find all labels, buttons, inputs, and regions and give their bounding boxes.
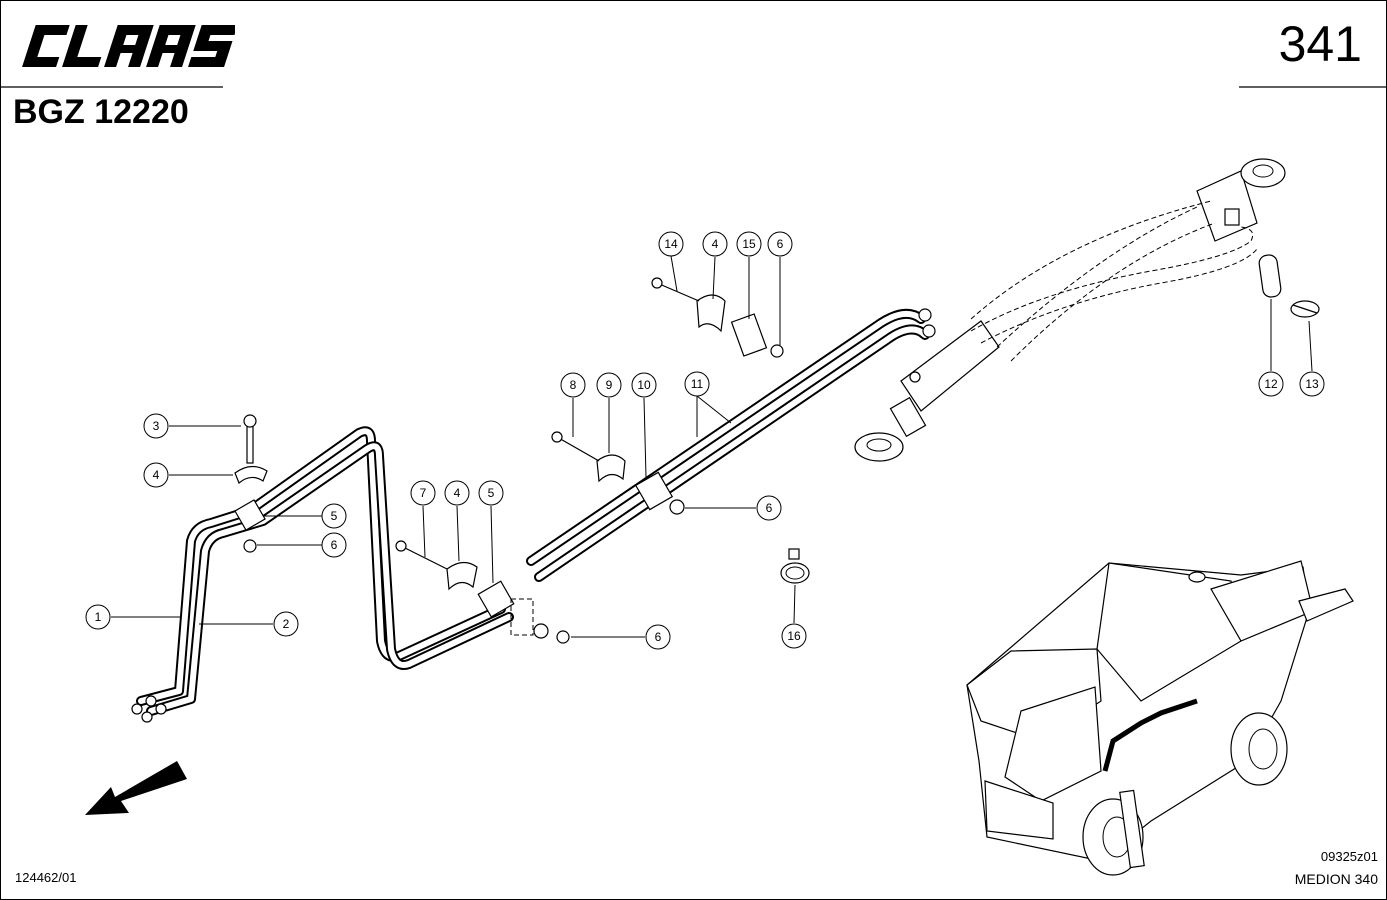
clamp-assembly-left xyxy=(234,414,268,553)
clamp-assembly-upper xyxy=(651,277,784,358)
callout-1-label: 1 xyxy=(95,610,102,624)
callout-9: 9 xyxy=(596,372,622,398)
callout-8-label: 8 xyxy=(570,378,577,392)
callout-6: 6 xyxy=(756,495,782,521)
hydraulic-cylinder-upper xyxy=(1196,158,1286,242)
clamp-assembly-middle xyxy=(395,540,570,644)
direction-arrow xyxy=(85,761,187,815)
callout-12: 12 xyxy=(1258,371,1284,397)
callout-11: 11 xyxy=(684,371,710,397)
callout-12-label: 12 xyxy=(1264,377,1278,391)
callout-2: 2 xyxy=(273,611,299,637)
callout-4-label: 4 xyxy=(454,486,461,500)
callout-3-label: 3 xyxy=(153,419,160,433)
callout-4-label: 4 xyxy=(153,468,160,482)
clamp-assembly-center xyxy=(551,431,685,515)
callout-11-label: 11 xyxy=(691,377,704,391)
group-code: BGZ 12220 xyxy=(13,93,189,131)
callout-5: 5 xyxy=(321,503,347,529)
dashed-hydraulic-lines xyxy=(970,200,1258,362)
callout-3: 3 xyxy=(143,413,169,439)
callout-5: 5 xyxy=(478,480,504,506)
callout-14: 14 xyxy=(658,231,684,257)
callout-6-label: 6 xyxy=(777,237,784,251)
callout-14-label: 14 xyxy=(664,237,678,251)
document-number: 124462/01 xyxy=(15,870,77,885)
leader-lines xyxy=(111,255,1313,638)
hydraulic-cylinder-lower xyxy=(854,320,1000,462)
hydraulic-line-2 xyxy=(146,441,514,716)
callout-6-label: 6 xyxy=(655,630,662,644)
callout-15-label: 15 xyxy=(742,237,756,251)
callout-5-label: 5 xyxy=(331,509,338,523)
callout-6: 6 xyxy=(321,532,347,558)
callout-5-label: 5 xyxy=(488,486,495,500)
callout-10: 10 xyxy=(631,372,657,398)
clip-13 xyxy=(1290,300,1320,318)
callout-7-label: 7 xyxy=(420,486,427,500)
callout-4: 4 xyxy=(702,231,728,257)
hydraulic-line-11 xyxy=(526,308,936,582)
hose-clamp-16 xyxy=(780,548,810,584)
callout-13: 13 xyxy=(1299,371,1325,397)
pipe-end-fittings xyxy=(131,695,167,723)
callout-4-label: 4 xyxy=(712,237,719,251)
figure-code: 09325z01 xyxy=(1320,849,1378,864)
callout-6: 6 xyxy=(767,231,793,257)
claas-logo xyxy=(22,25,235,67)
callout-16-label: 16 xyxy=(787,629,801,643)
callout-9-label: 9 xyxy=(606,378,613,392)
callout-13-label: 13 xyxy=(1305,377,1319,391)
callout-16: 16 xyxy=(781,623,807,649)
callout-6: 6 xyxy=(645,624,671,650)
callout-8: 8 xyxy=(560,372,586,398)
callout-4: 4 xyxy=(444,480,470,506)
callout-2-label: 2 xyxy=(283,617,290,631)
pin-12 xyxy=(1258,254,1282,298)
page-number: 341 xyxy=(1278,16,1362,72)
callout-6-label: 6 xyxy=(766,501,773,515)
callout-10-label: 10 xyxy=(637,378,651,392)
callout-15: 15 xyxy=(736,231,762,257)
callout-6-label: 6 xyxy=(331,538,338,552)
callout-1: 1 xyxy=(85,604,111,630)
combine-harvester-illustration xyxy=(966,560,1354,876)
model-name: MEDION 340 xyxy=(1294,871,1378,887)
callout-4: 4 xyxy=(143,462,169,488)
callout-7: 7 xyxy=(410,480,436,506)
